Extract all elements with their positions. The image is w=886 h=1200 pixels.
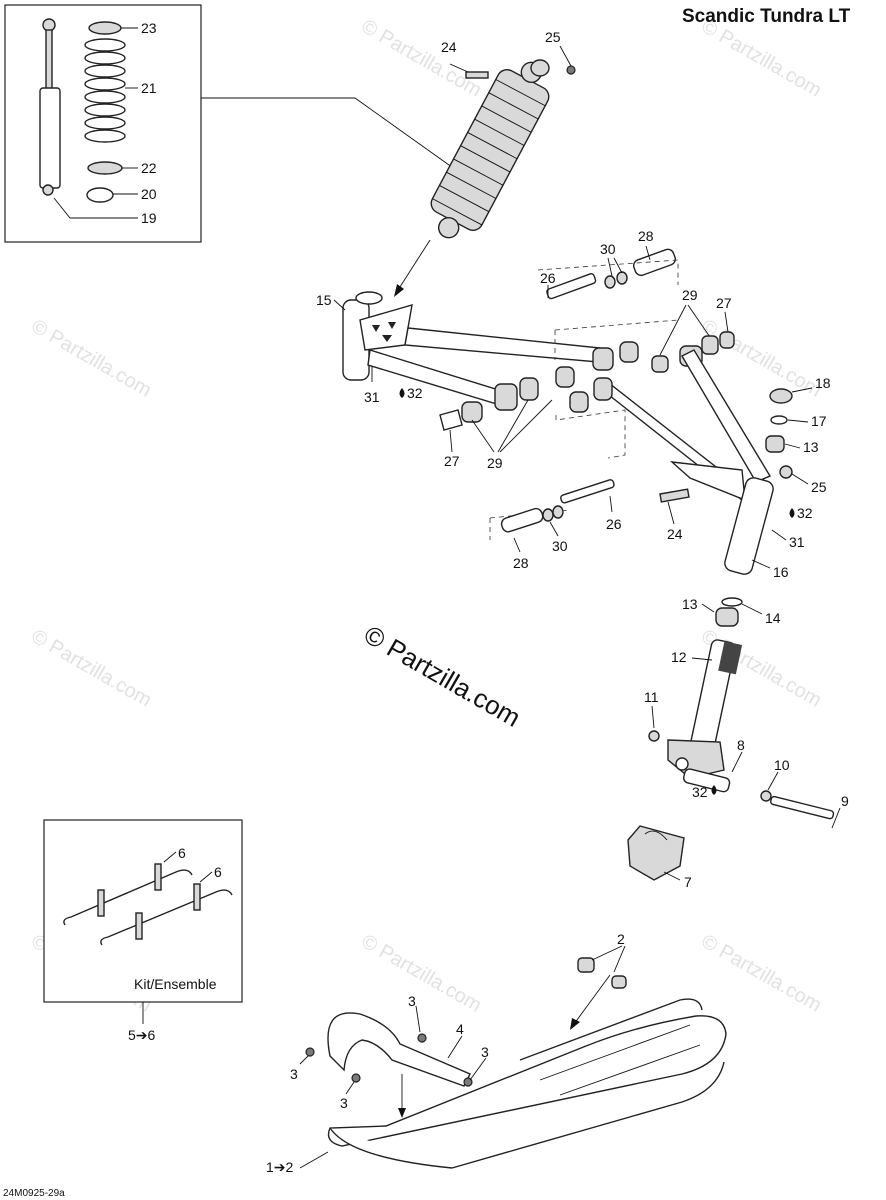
bushing-set-lower bbox=[500, 479, 690, 533]
kit-label: Kit/Ensemble bbox=[134, 976, 217, 992]
callout-9: 9 bbox=[841, 793, 849, 809]
page-title: Scandic Tundra LT bbox=[682, 6, 851, 27]
callout-28: 28 bbox=[638, 228, 654, 244]
callout-4: 4 bbox=[456, 1021, 464, 1037]
callout-15: 15 bbox=[316, 292, 332, 308]
ski-reference: 1➔2 bbox=[266, 1159, 294, 1175]
ski-assembly bbox=[305, 957, 727, 1169]
callout-29: 29 bbox=[682, 287, 698, 303]
a-arm-15 bbox=[342, 291, 614, 411]
watermark-main: © Partzilla.com bbox=[359, 619, 526, 733]
callout-20: 20 bbox=[141, 186, 157, 202]
kit-inset bbox=[43, 819, 243, 1003]
callout-31: 31 bbox=[364, 389, 380, 405]
callout-30: 30 bbox=[552, 538, 568, 554]
callout-23: 23 bbox=[141, 20, 157, 36]
part-7 bbox=[627, 825, 685, 881]
diagram-code: 24M0925-29a bbox=[3, 1188, 65, 1199]
callout-3: 3 bbox=[340, 1095, 348, 1111]
callout-10: 10 bbox=[774, 757, 790, 773]
spring-inset-21 bbox=[84, 21, 126, 143]
watermark: © Partzilla.com bbox=[358, 930, 486, 1016]
callout-6: 6 bbox=[214, 864, 222, 880]
bushing-set-upper bbox=[439, 248, 676, 431]
callout-21: 21 bbox=[141, 80, 157, 96]
callout-2: 2 bbox=[617, 931, 625, 947]
callout-28: 28 bbox=[513, 555, 529, 571]
spindle-assembly bbox=[648, 597, 835, 820]
callout-8: 8 bbox=[737, 737, 745, 753]
callout-6: 6 bbox=[178, 845, 186, 861]
callout-25: 25 bbox=[811, 479, 827, 495]
callout-18: 18 bbox=[815, 375, 831, 391]
callout-32: 32 bbox=[797, 505, 813, 521]
kingpin-top-parts bbox=[765, 388, 793, 479]
callout-27: 27 bbox=[444, 453, 460, 469]
callout-27: 27 bbox=[716, 295, 732, 311]
callout-7: 7 bbox=[684, 874, 692, 890]
shock-assembly bbox=[430, 59, 576, 239]
a-arm-16 bbox=[569, 331, 774, 575]
callout-24: 24 bbox=[667, 526, 683, 542]
callout-13: 13 bbox=[803, 439, 819, 455]
callout-12: 12 bbox=[671, 649, 687, 665]
watermark: © Partzilla.com bbox=[698, 930, 826, 1016]
callout-3: 3 bbox=[408, 993, 416, 1009]
callout-22: 22 bbox=[141, 160, 157, 176]
callout-3: 3 bbox=[481, 1044, 489, 1060]
kit-reference: 5➔6 bbox=[128, 1027, 156, 1043]
callout-13: 13 bbox=[682, 596, 698, 612]
callout-11: 11 bbox=[644, 689, 659, 705]
watermark: © Partzilla.com bbox=[358, 15, 486, 101]
callout-25: 25 bbox=[545, 29, 561, 45]
callout-14: 14 bbox=[765, 610, 781, 626]
callout-29: 29 bbox=[487, 455, 503, 471]
callout-16: 16 bbox=[773, 564, 789, 580]
callout-24: 24 bbox=[441, 39, 457, 55]
callout-19: 19 bbox=[141, 210, 157, 226]
watermark: © Partzilla.com bbox=[28, 315, 156, 401]
callout-3: 3 bbox=[290, 1066, 298, 1082]
callout-30: 30 bbox=[600, 241, 616, 257]
watermark: © Partzilla.com bbox=[28, 625, 156, 711]
callout-32: 32 bbox=[407, 385, 423, 401]
shock-inset: 23 21 22 20 19 bbox=[4, 4, 202, 243]
callout-32: 32 bbox=[692, 784, 708, 800]
callout-26: 26 bbox=[606, 516, 622, 532]
callout-17: 17 bbox=[811, 413, 827, 429]
callout-31: 31 bbox=[789, 534, 805, 550]
callout-26: 26 bbox=[540, 270, 556, 286]
watermark: © Partzilla.com bbox=[698, 15, 826, 101]
